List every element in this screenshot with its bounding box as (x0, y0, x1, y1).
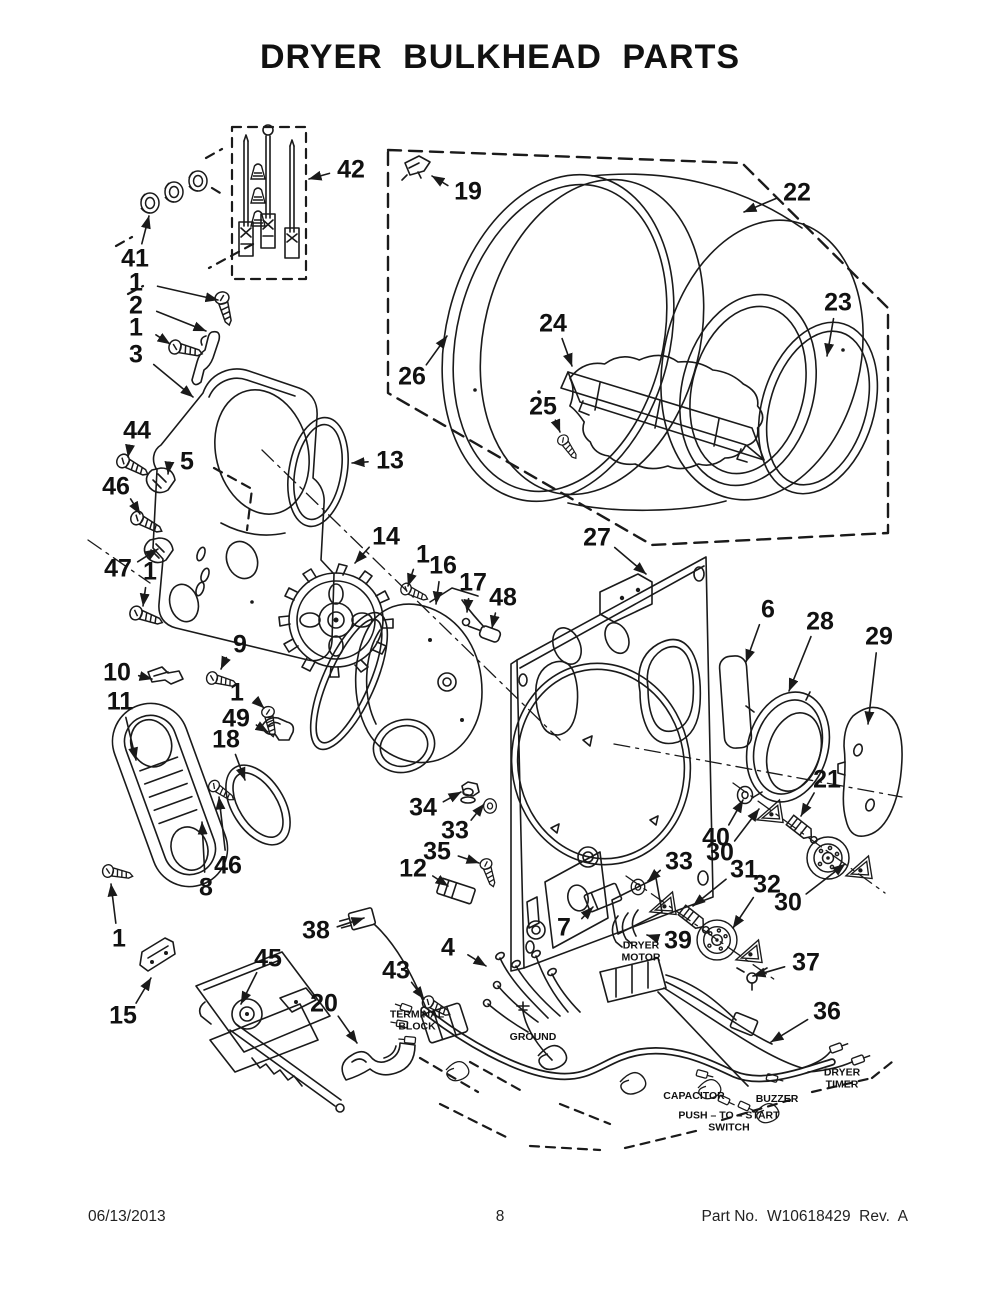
leader-30 (733, 808, 760, 842)
part-oval-seal-13 (287, 416, 349, 528)
leader-23 (824, 317, 835, 357)
leader-44 (125, 443, 135, 458)
leader-40 (727, 799, 744, 826)
leader-17 (463, 597, 474, 613)
leader-32 (732, 896, 755, 929)
leader-43 (410, 981, 425, 1000)
part-terminal-kit-42 (230, 124, 308, 281)
part-bulkhead-panel-27 (510, 556, 714, 972)
part-drum (441, 173, 864, 512)
leader-lines (107, 170, 878, 1044)
part-lint-grille-6 (718, 655, 753, 749)
hardware-mid-left (147, 666, 295, 741)
part-hose-20 (341, 1042, 416, 1081)
leader-46 (215, 796, 226, 851)
part-roller-upper (732, 782, 886, 894)
leader-49 (254, 721, 269, 733)
hardware-top-left (166, 289, 237, 386)
leader-14 (354, 546, 370, 564)
leader-27 (613, 546, 647, 575)
screw-1e (100, 863, 135, 884)
screw-46b (205, 777, 238, 806)
leader-6 (745, 623, 761, 663)
part-roller-lower (625, 875, 779, 983)
leader-20 (337, 1015, 358, 1044)
leader-7 (580, 906, 594, 920)
leader-21 (800, 792, 815, 817)
part-bracket-15 (139, 937, 176, 972)
leader-33 (470, 803, 485, 821)
leader-15 (135, 977, 152, 1004)
footer-page-number: 8 (495, 1208, 505, 1225)
part-blower-wheel-14 (278, 563, 394, 678)
leader-31 (692, 878, 727, 907)
leader-3 (152, 363, 194, 398)
part-lint-screen-29 (837, 706, 903, 837)
part-motor-mount-45 (195, 951, 345, 1113)
leader-46 (129, 498, 141, 515)
part-grommets-41 (114, 147, 255, 296)
leader-1 (407, 568, 417, 587)
leader-10 (137, 671, 153, 681)
leader-38 (336, 917, 365, 928)
leader-22 (743, 197, 778, 213)
leader-2 (155, 310, 207, 332)
leader-47 (136, 548, 159, 563)
leader-1 (156, 285, 219, 303)
drum-dashed-box (386, 148, 890, 547)
leader-18 (234, 753, 246, 781)
leader-30 (805, 863, 846, 895)
part-blower-housing (309, 580, 502, 774)
chassis-dashed-platform (418, 1056, 894, 1152)
leader-11 (125, 716, 138, 761)
leader-16 (432, 580, 443, 605)
part-louver-duct-11 (111, 702, 229, 888)
part-felt-seal-rear (757, 321, 879, 495)
leader-35 (457, 854, 480, 864)
leader-28 (788, 635, 812, 692)
leader-24 (561, 337, 573, 367)
leader-1 (107, 883, 118, 924)
leader-13 (351, 457, 369, 468)
part-clip-19 (401, 155, 431, 181)
leader-29 (864, 652, 878, 725)
leader-1 (139, 586, 150, 607)
page-title: DRYER BULKHEAD PARTS (259, 38, 741, 76)
leader-45 (240, 971, 258, 1005)
leader-39 (646, 933, 661, 944)
leader-1 (155, 332, 171, 345)
leader-41 (141, 215, 151, 245)
part-wire-harness (338, 907, 873, 1124)
leader-33 (647, 869, 662, 882)
leader-12 (431, 874, 449, 887)
leader-42 (308, 170, 331, 181)
leader-37 (752, 966, 786, 978)
part-air-duct-3 (152, 368, 335, 662)
leader-9 (220, 655, 231, 670)
leader-25 (550, 418, 561, 433)
leader-36 (770, 1018, 809, 1043)
footer-date: 06/13/2013 (88, 1208, 166, 1225)
leader-48 (489, 612, 500, 629)
leader-26 (425, 335, 448, 366)
footer-part-number: Part No. W10618429 Rev. A (701, 1208, 909, 1225)
part-outlet-duct-28 (745, 691, 831, 803)
leader-8 (197, 821, 208, 873)
centerlines (261, 449, 903, 798)
leader-19 (431, 175, 449, 187)
hardware-motor-area (583, 882, 768, 991)
leader-1 (251, 695, 265, 709)
leader-4 (467, 954, 487, 967)
leader-34 (442, 791, 462, 803)
